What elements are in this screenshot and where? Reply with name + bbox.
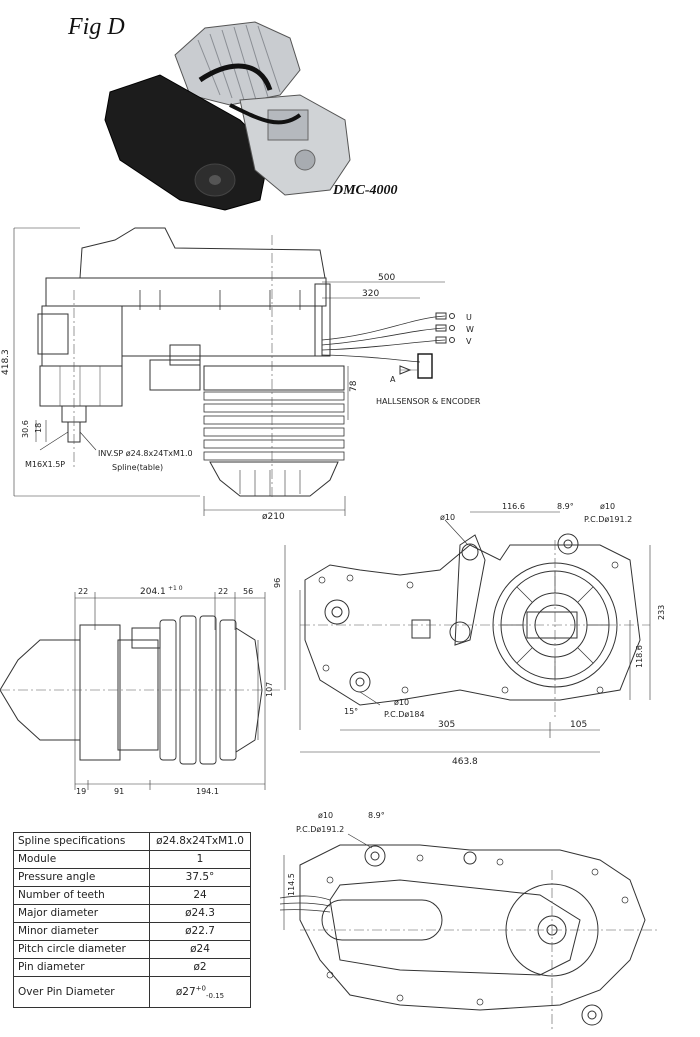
spec-value: ø24.3 [149,904,251,923]
rear-phi10: ø10 [318,811,333,820]
dim-91: 91 [114,787,124,796]
dim-height: 418.3 [1,349,11,375]
spec-label: Over Pin Diameter [13,976,150,1008]
dim-phi10-top: ø10 [440,513,455,522]
rear-114: 114.5 [287,873,296,896]
dim-204-tol: +1 0 [168,585,183,592]
dim-305: 305 [438,720,455,730]
dim-18: 18 [34,423,43,433]
dim-96: 96 [273,578,282,588]
wire-v: V [466,337,472,346]
spec-value: ø2 [149,958,251,977]
spec-value: ø22.7 [149,922,251,941]
dim-463: 463.8 [452,757,478,767]
dim-15: 15° [344,707,358,716]
dim-56: 56 [243,587,253,596]
wire-u: U [466,313,472,322]
spec-value: 1 [149,850,251,869]
dim-pcd191: P.C.Dø191.2 [584,515,632,524]
arrow-a-label: A [390,375,396,384]
rear-view-drawing [279,833,660,1030]
spline-note: INV.SP ø24.8x24TxM1.0 [98,449,193,458]
dim-233: 233 [657,605,666,620]
spec-value: ø27+0-0.15 [149,976,251,1008]
dim-19: 19 [76,787,86,796]
dim-8-9: 8.9° [557,502,574,511]
dim-118: 118.6 [635,645,644,668]
spec-row-over-pin: Over Pin Diameter ø27+0-0.15 [13,976,251,1008]
dim-204: 204.1 [140,587,166,597]
dim-500: 500 [378,273,395,283]
spec-value: 24 [149,886,251,905]
dim-116: 116.6 [502,502,525,511]
spec-value: ø24 [149,940,251,959]
dim-phi10-right: ø10 [600,502,615,511]
over-pin-lower: -0.15 [206,992,225,1001]
hallsensor-label: HALLSENSOR & ENCODER [376,397,481,406]
dim-22-left: 22 [78,587,88,596]
over-pin-base: ø27 [175,986,196,998]
rear-8-9: 8.9° [368,811,385,820]
spec-label: Module [13,850,150,869]
dim-22-right: 22 [218,587,228,596]
dim-pcd184: P.C.Dø184 [384,710,425,719]
figure-title: Fig D [68,14,125,40]
spec-value: 37.5° [149,868,251,887]
dim-phi10-bottom: ø10 [394,698,409,707]
spec-label: Spline specifications [13,832,150,851]
spec-label: Pitch circle diameter [13,940,150,959]
thread-label: M16X1.5P [25,460,65,469]
spec-label: Pin diameter [13,958,150,977]
spec-value: ø24.8x24TxM1.0 [149,832,251,851]
side-view-drawing [13,227,455,516]
dim-210: ø210 [262,512,285,522]
spec-label: Minor diameter [13,922,150,941]
motor-photo [104,21,351,211]
dim-78: 78 [349,380,359,392]
model-name: DMC-4000 [333,183,398,198]
top-view-drawing [0,592,280,790]
spec-label: Number of teeth [13,886,150,905]
over-pin-upper: +0 [195,984,206,993]
dim-107: 107 [265,682,274,697]
spec-label: Major diameter [13,904,150,923]
wire-w: W [466,325,474,334]
dim-30-6: 30.6 [21,420,30,438]
spec-label: Pressure angle [13,868,150,887]
dim-105: 105 [570,720,587,730]
front-view-drawing [284,511,651,753]
rear-pcd191: P.C.Dø191.2 [296,825,344,834]
spline-sub: Spline(table) [112,463,163,472]
dim-320: 320 [362,289,379,299]
dim-194: 194.1 [196,787,219,796]
